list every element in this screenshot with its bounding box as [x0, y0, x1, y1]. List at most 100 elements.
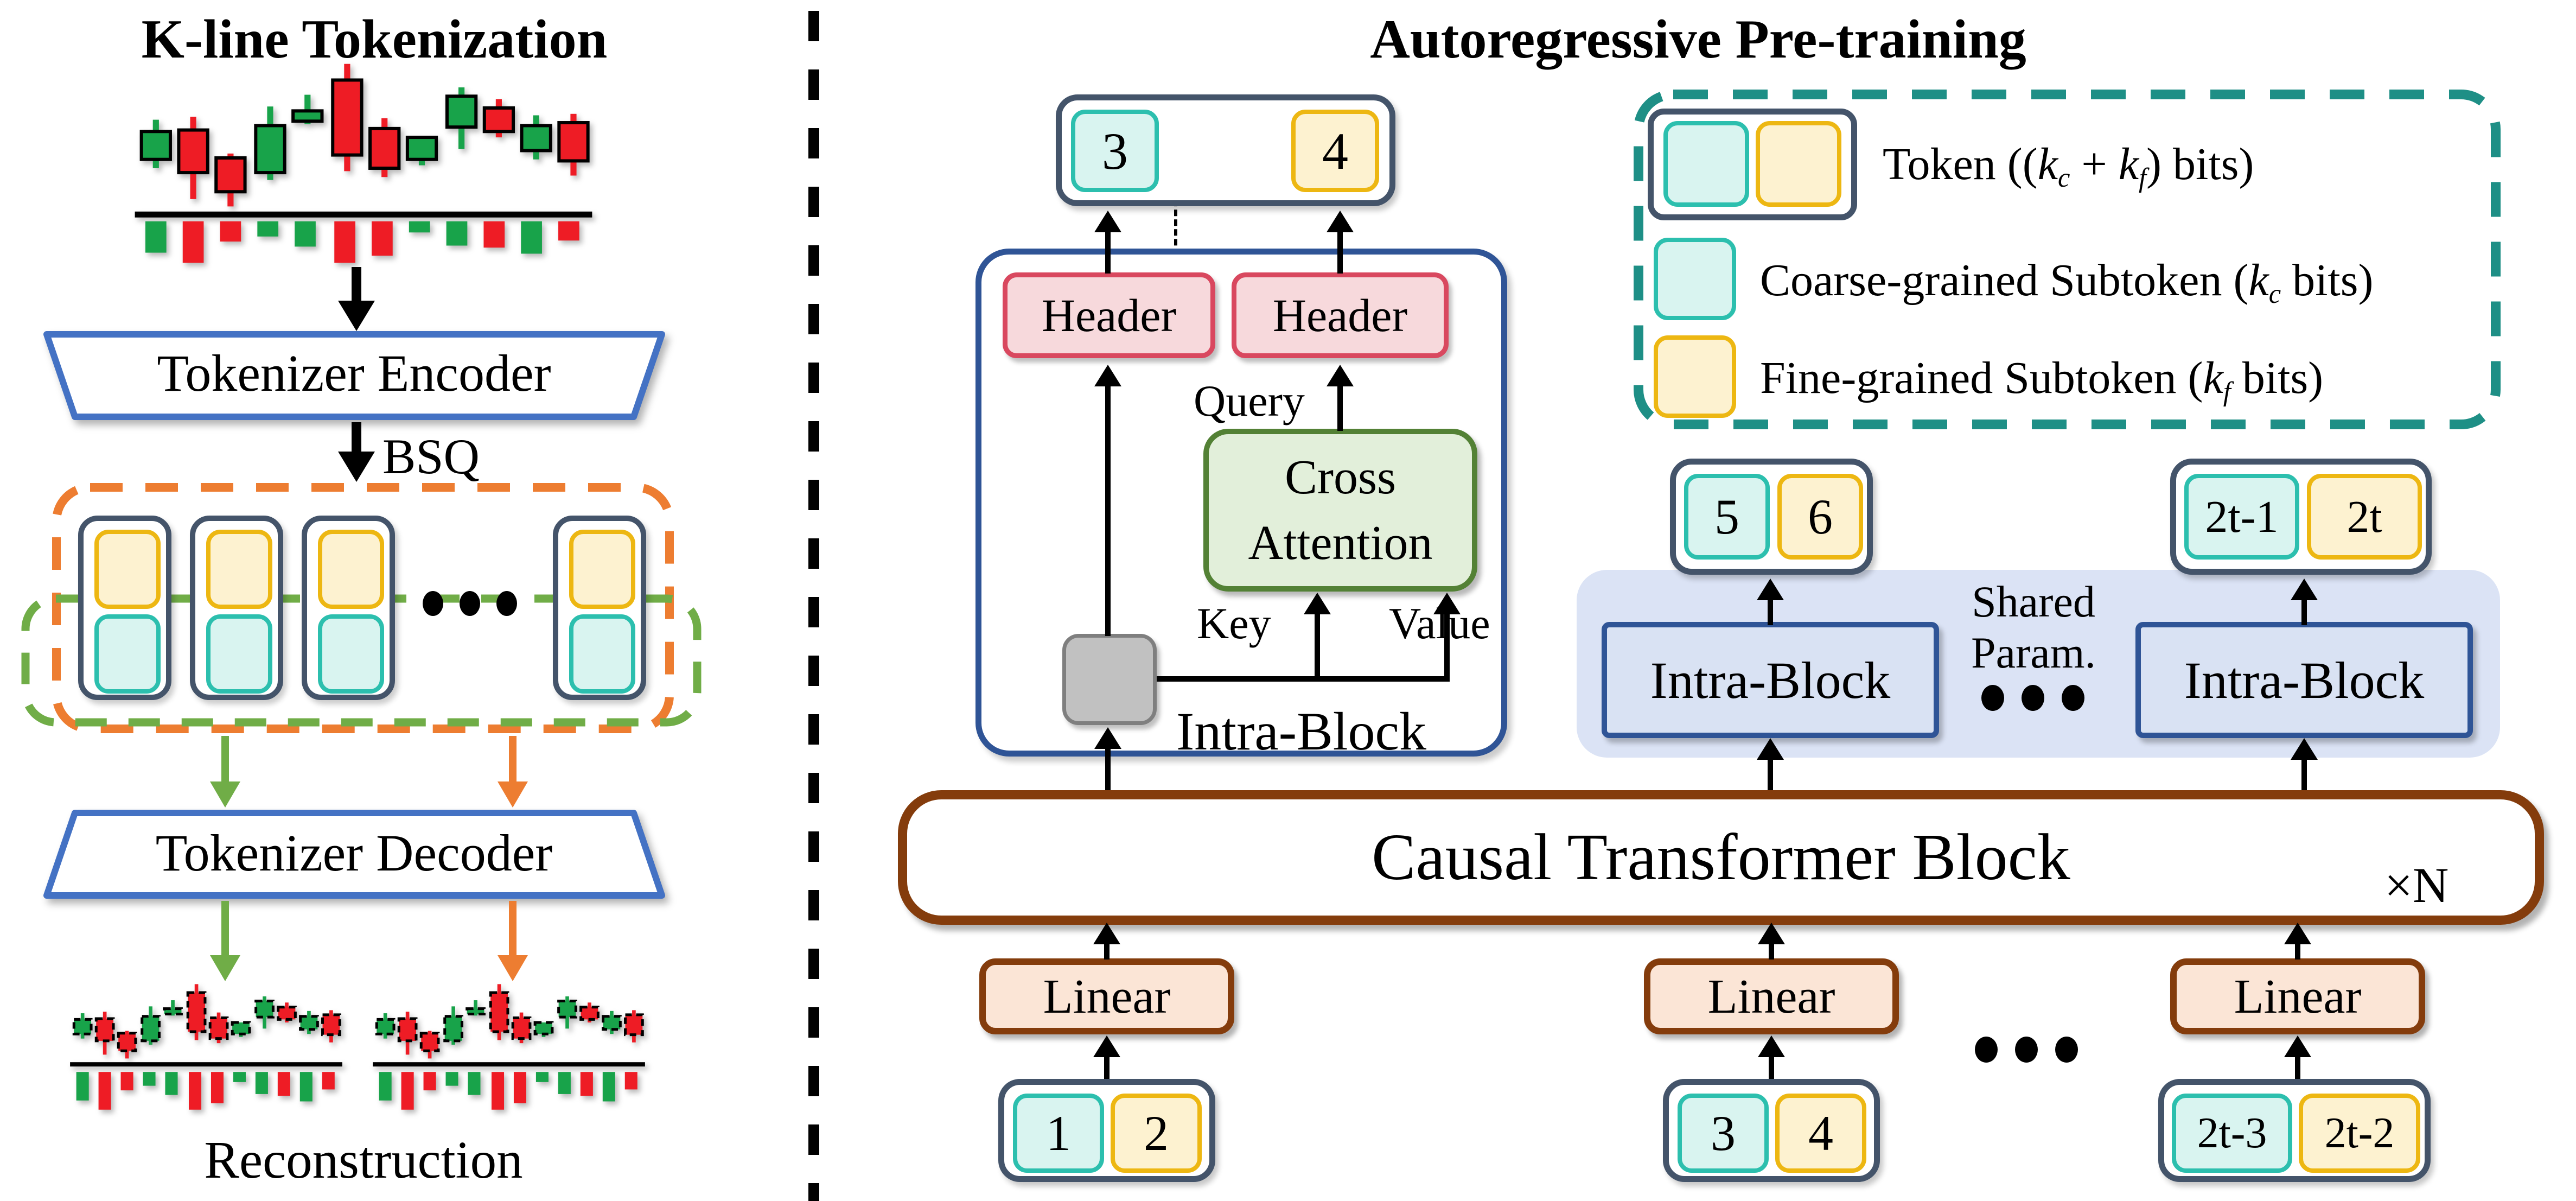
token-sequence-dashed-box: [52, 483, 674, 733]
arrow-shaft: [1105, 228, 1111, 274]
arrow-shaft: [1337, 382, 1343, 431]
arrow-shaft: [2301, 596, 2307, 625]
fine-subtoken-4: 4: [1291, 110, 1379, 192]
fine-subtoken-cell: [569, 530, 635, 609]
arrow-shaft: [1769, 940, 1774, 959]
arrow-shaft: [509, 736, 517, 783]
arrow-shaft: [2295, 940, 2300, 959]
reconstruction-label: Reconstruction: [204, 1131, 523, 1189]
legend-text: bits): [2230, 353, 2324, 403]
fine-subtoken-4in: 4: [1775, 1094, 1866, 1173]
legend-math-sub: f: [2139, 162, 2147, 193]
legend-math-k: k: [2037, 139, 2058, 189]
bsq-label: BSQ: [382, 429, 480, 484]
subtoken-value: 3: [1102, 122, 1128, 180]
green-dashed-rect: [21, 594, 702, 727]
header-box-coarse: Header: [1003, 272, 1215, 358]
legend-text: Token ((: [1883, 139, 2038, 189]
token-pair: [78, 516, 171, 700]
linear-box-2: Linear: [1644, 958, 1899, 1034]
arrow-shaft: [1104, 1053, 1110, 1080]
input-token-box-2: 3 4: [1663, 1079, 1880, 1182]
legend-fine-icon: [1654, 335, 1736, 418]
subtoken-value: 2t-3: [2197, 1109, 2267, 1157]
legend-math-k: k: [2118, 139, 2139, 189]
header-label: Header: [1041, 289, 1177, 341]
legend-fine-label: Fine-grained Subtoken (kf bits): [1760, 352, 2323, 407]
arrow-head: [338, 452, 375, 482]
ellipsis-dot: [460, 591, 480, 616]
right-panel-title: Autoregressive Pre-training: [1370, 9, 2026, 70]
subtoken-value: 1: [1046, 1105, 1071, 1161]
coarse-sequence-dashed-box: [21, 594, 702, 727]
legend-math-k: k: [2248, 255, 2269, 306]
intra-block-left: Intra-Block: [1602, 622, 1939, 738]
intra-block-label: Intra-Block: [1650, 651, 1891, 709]
token-pair: [553, 516, 646, 700]
encoder-trapezoid-shape: [43, 331, 665, 420]
fine-subtoken-cell: [206, 530, 272, 609]
arrow-shaft: [1105, 745, 1111, 793]
coarse-subtoken-cell: [318, 614, 384, 694]
decoder-trapezoid-shape: [43, 810, 665, 899]
legend-text: +: [2070, 139, 2119, 189]
arrow-shaft: [221, 901, 229, 956]
arrow-shaft: [1769, 1053, 1774, 1080]
coarse-subtoken-5: 5: [1684, 474, 1770, 560]
legend-text: Coarse-grained Subtoken (: [1760, 255, 2249, 306]
coarse-subtoken-3: 3: [1071, 110, 1159, 192]
linear-label: Linear: [1043, 969, 1171, 1024]
arrow-shaft: [1104, 940, 1110, 959]
legend-math-sub: c: [2268, 278, 2281, 309]
repeat-count-label: ×N: [2384, 857, 2449, 913]
legend-text: bits): [2281, 255, 2374, 306]
subtoken-value: 2t-1: [2205, 491, 2279, 542]
shared-param-line2: Param.: [1971, 628, 2096, 677]
linear-box-1: Linear: [979, 958, 1234, 1034]
subtoken-value: 2t-2: [2324, 1109, 2395, 1157]
arrow-shaft: [2295, 1053, 2300, 1080]
reconstruction-chart-left: [67, 983, 345, 1120]
decoder-trapezoid: [43, 810, 665, 899]
legend-text: Fine-grained Subtoken (: [1760, 353, 2203, 403]
legend-math-k: k: [2203, 353, 2223, 403]
fine-subtoken-cell: [318, 530, 384, 609]
decoder-label: Tokenizer Decoder: [155, 823, 553, 882]
linear-label: Linear: [2234, 969, 2362, 1024]
ellipsis-dot: [1981, 685, 2004, 711]
ellipsis-dot: [496, 591, 517, 616]
ellipsis-dot: [423, 591, 443, 616]
left-panel-title: K-line Tokenization: [141, 9, 608, 70]
arrow-head: [498, 955, 528, 981]
intra-block-label: Intra-Block: [2184, 651, 2425, 709]
coarse-subtoken-cell: [569, 614, 635, 694]
legend-coarse-cell: [1663, 121, 1749, 207]
token-box-2t: 2t-1 2t: [2170, 459, 2432, 575]
intra-block-right: Intra-Block: [2135, 622, 2473, 738]
cross-attention-box: Cross Attention: [1203, 429, 1477, 592]
hidden-state-square: [1062, 634, 1157, 725]
query-label: Query: [1194, 376, 1305, 425]
arrow-shaft: [352, 422, 361, 454]
intra-block-detail-label: Intra-Block: [1176, 701, 1426, 761]
arrow-shaft: [352, 267, 361, 303]
legend-coarse-icon: [1654, 238, 1736, 320]
arrow-shaft: [1105, 382, 1111, 636]
coarse-subtoken-cell: [94, 614, 161, 694]
arrow-head: [210, 781, 240, 808]
cross-attention-line2: Attention: [1248, 516, 1433, 570]
arrow-head: [498, 781, 528, 808]
coarse-subtoken-cell: [206, 614, 272, 694]
key-value-elbow-line: [1157, 676, 1450, 682]
ellipsis-dot: [2062, 685, 2084, 711]
input-token-box-3: 2t-3 2t-2: [2158, 1079, 2431, 1182]
arrow-shaft: [1768, 596, 1773, 625]
legend-token-icon: [1648, 109, 1857, 220]
reconstruction-chart-right: [370, 983, 648, 1120]
arrow-shaft: [1768, 755, 1773, 795]
encoder-label: Tokenizer Encoder: [157, 344, 551, 402]
ellipsis-dot: [2015, 1037, 2038, 1063]
shared-param-line1: Shared: [1972, 577, 2095, 626]
linear-label: Linear: [1707, 969, 1835, 1024]
token-pair: [302, 516, 395, 700]
